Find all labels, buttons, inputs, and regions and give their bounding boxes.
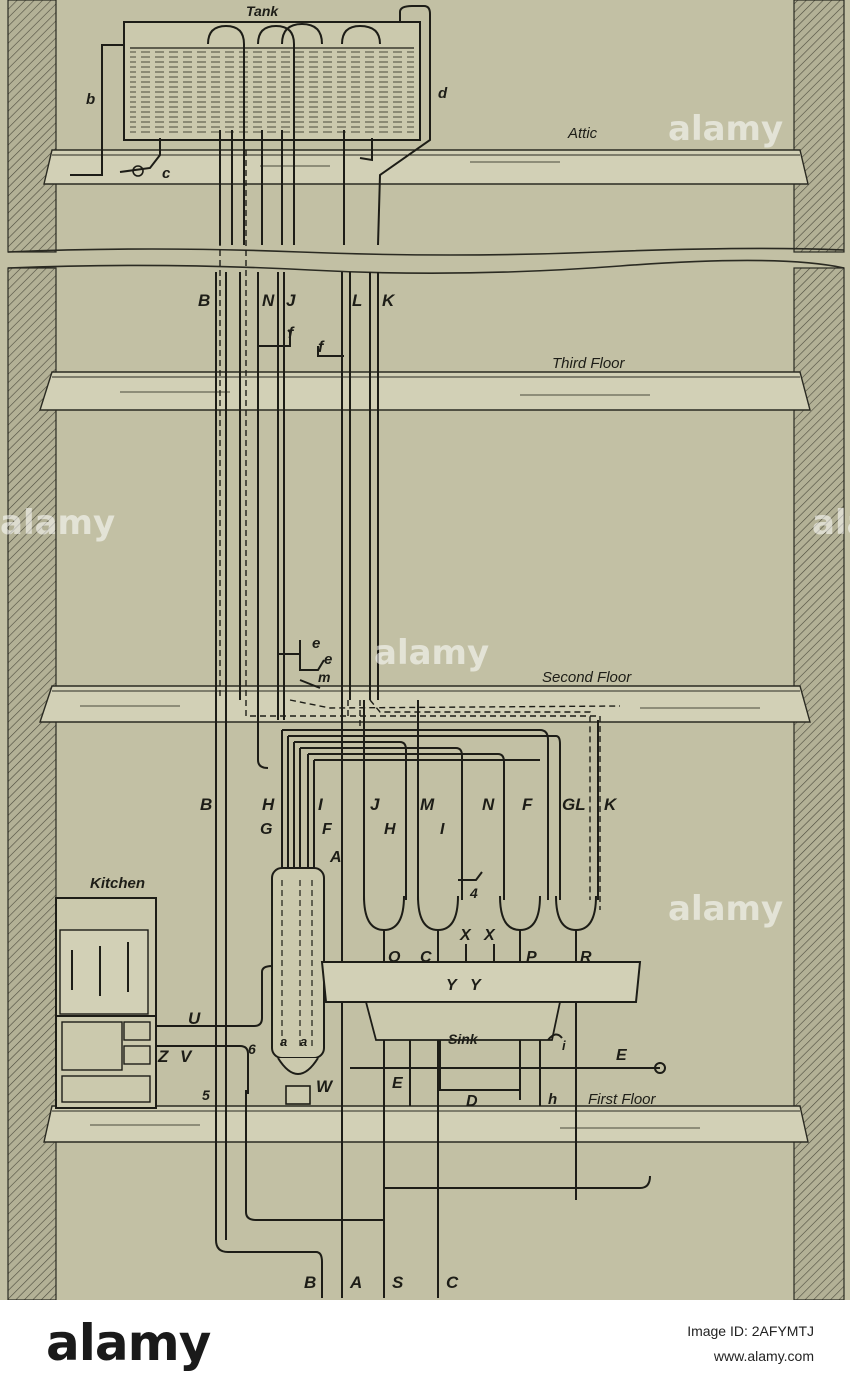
label-row2-F: F: [322, 821, 333, 838]
watermark: alamy: [0, 503, 115, 543]
main-risers: [215, 272, 379, 1298]
watermark: alamy: [668, 889, 783, 929]
label-V: V: [180, 1047, 193, 1066]
dashed-return-lines: [219, 150, 621, 910]
fixture-f2: [317, 346, 344, 357]
label-row-I: I: [318, 795, 324, 814]
range-connections: [156, 965, 273, 1094]
tank-return-goosenecks: [207, 22, 381, 245]
sink-label: Sink: [448, 1031, 479, 1047]
label-X1: X: [459, 927, 472, 944]
label-boiler-A: A: [329, 849, 342, 866]
fixture-e: [278, 640, 325, 689]
label-bottom-B: B: [304, 1273, 316, 1292]
label-row-GL: GL: [562, 795, 586, 814]
second-floor-label: Second Floor: [542, 669, 632, 686]
watermark: alamy: [812, 503, 850, 543]
label-h: h: [548, 1091, 557, 1108]
label-bottom-A: A: [349, 1273, 362, 1292]
first-floor-distribution: [257, 700, 599, 900]
hot-water-boiler: [271, 867, 325, 1105]
label-row-J: J: [370, 795, 380, 814]
pipe-b: [70, 44, 124, 176]
label-U: U: [188, 1009, 201, 1028]
label-C: C: [420, 949, 432, 966]
label-row-B: B: [200, 795, 212, 814]
label-boiler-a2: a: [300, 1034, 307, 1049]
label-D: D: [466, 1093, 478, 1110]
label-W: W: [316, 1077, 334, 1096]
alamy-logo: alamy: [46, 1314, 211, 1372]
first-floor-label: First Floor: [588, 1091, 657, 1108]
valve-c: [119, 138, 161, 173]
label-bottom-S: S: [392, 1273, 404, 1292]
label-c: c: [162, 165, 171, 182]
label-f1: f: [288, 325, 295, 342]
label-m: m: [318, 669, 330, 685]
label-row-H: H: [262, 795, 275, 814]
kitchen-label: Kitchen: [90, 875, 145, 892]
waste-pipes: [350, 1033, 666, 1106]
tank: [123, 21, 421, 141]
label-bottom-C: C: [446, 1273, 459, 1292]
stock-footer: alamy Image ID: 2AFYMTJ www.alamy.com: [0, 1300, 850, 1390]
first-floor-beam: [43, 1105, 809, 1143]
label-row-K: K: [604, 795, 618, 814]
label-O: O: [388, 949, 401, 966]
label-P: P: [526, 949, 537, 966]
label-row2-H: H: [384, 821, 396, 838]
break-line-top: [7, 247, 845, 256]
tank-outlet-valve: [359, 138, 373, 162]
second-floor-beam: [39, 685, 811, 723]
label-top-N: N: [262, 291, 275, 310]
watermark: alamy: [374, 633, 489, 673]
basement-pipes: [215, 1090, 651, 1298]
plumbing-diagram: Tank Attic Third Floor Second Floor Firs…: [0, 0, 850, 1300]
label-top-B: B: [198, 291, 210, 310]
label-Z: Z: [157, 1047, 169, 1066]
label-R: R: [580, 949, 592, 966]
third-floor-label: Third Floor: [552, 355, 626, 372]
attic-floor-beam: [43, 149, 809, 185]
label-i: i: [562, 1038, 566, 1053]
break-line-bottom: [7, 259, 845, 274]
label-row-F: F: [522, 795, 533, 814]
label-top-J: J: [286, 291, 296, 310]
watermark: alamy: [668, 109, 783, 149]
label-row2-I: I: [440, 821, 445, 838]
image-id: Image ID: 2AFYMTJ: [687, 1323, 814, 1339]
label-6: 6: [248, 1041, 256, 1057]
label-X2: X: [483, 927, 496, 944]
kitchen-range: [55, 897, 157, 1109]
label-b: b: [86, 91, 95, 108]
label-top-K: K: [382, 291, 396, 310]
label-Y2: Y: [470, 977, 482, 994]
label-row2-G: G: [260, 821, 272, 838]
label-row-M: M: [420, 795, 435, 814]
fixture-f1: [258, 329, 291, 347]
third-floor-beam: [39, 371, 811, 411]
right-wall: [793, 0, 845, 1300]
attic-label: Attic: [567, 125, 598, 142]
label-row-N: N: [482, 795, 495, 814]
label-boiler-a1: a: [280, 1034, 287, 1049]
label-E2: E: [616, 1047, 628, 1064]
label-fixture-4: 4: [469, 885, 478, 901]
label-Y1: Y: [446, 977, 458, 994]
label-E1: E: [392, 1075, 404, 1092]
diagram-svg: Tank Attic Third Floor Second Floor Firs…: [0, 0, 850, 1300]
label-e2: e: [324, 651, 332, 668]
label-5: 5: [202, 1087, 210, 1103]
footer-url: www.alamy.com: [713, 1348, 814, 1364]
left-wall: [7, 0, 57, 1300]
label-f2: f: [318, 339, 325, 356]
label-e1: e: [312, 635, 320, 652]
label-top-L: L: [352, 291, 362, 310]
attic-risers: [219, 130, 345, 245]
sink: [320, 944, 642, 1041]
tank-label: Tank: [246, 3, 279, 19]
label-d: d: [438, 85, 448, 102]
pipe-d: [377, 5, 431, 246]
